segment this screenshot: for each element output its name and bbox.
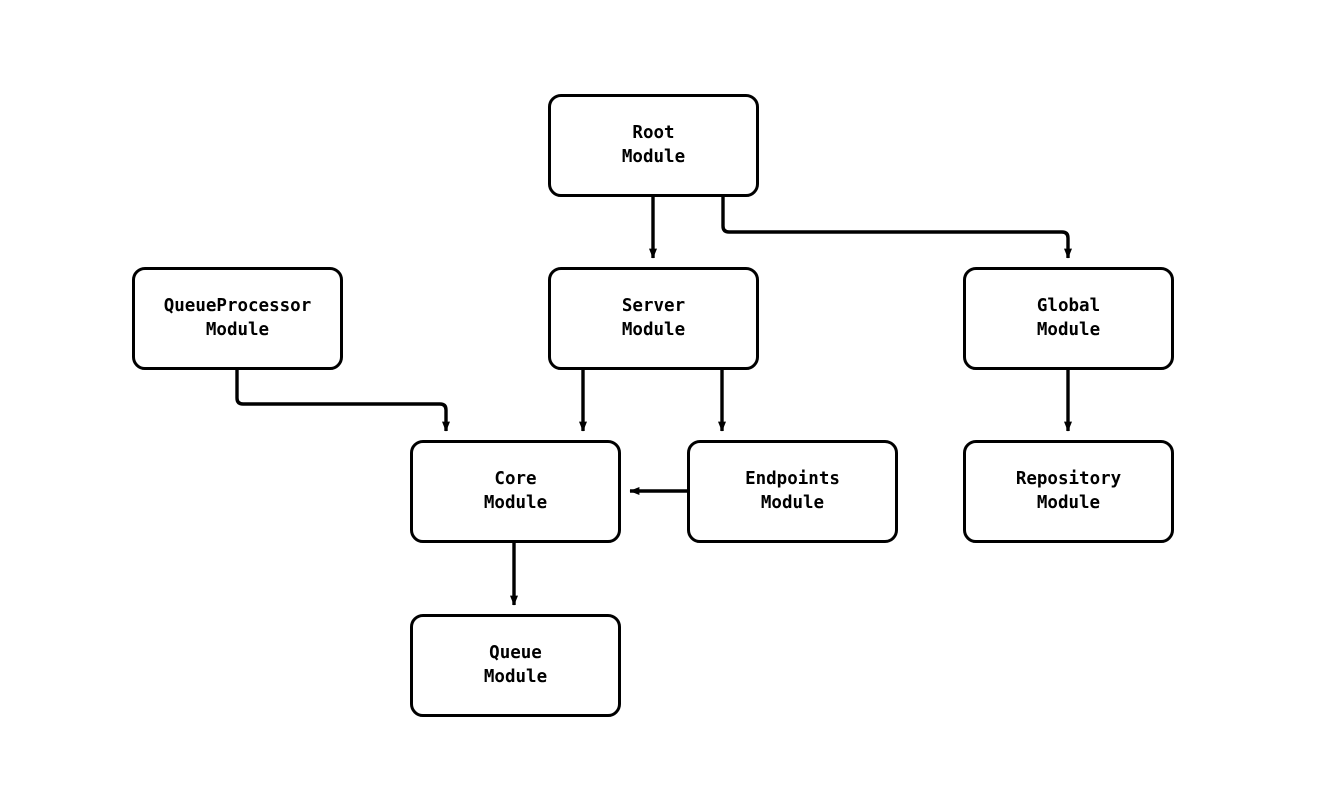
- node-label-global-module: Global Module: [1036, 296, 1101, 340]
- node-label-root-module: Root Module: [621, 123, 686, 167]
- node-label-queue-module: Queue Module: [483, 643, 548, 687]
- node-label-queueprocessor-module: QueueProcessor Module: [163, 296, 312, 340]
- node-label-server-module: Server Module: [621, 296, 686, 340]
- node-global-module[interactable]: Global Module: [963, 267, 1174, 370]
- node-queueprocessor-module[interactable]: QueueProcessor Module: [132, 267, 343, 370]
- node-root-module[interactable]: Root Module: [548, 94, 759, 197]
- node-label-endpoints-module: Endpoints Module: [745, 469, 840, 513]
- edge-root-to-global: [721, 197, 1072, 259]
- node-core-module[interactable]: Core Module: [410, 440, 621, 543]
- node-label-core-module: Core Module: [483, 469, 548, 513]
- node-server-module[interactable]: Server Module: [548, 267, 759, 370]
- node-endpoints-module[interactable]: Endpoints Module: [687, 440, 898, 543]
- node-queue-module[interactable]: Queue Module: [410, 614, 621, 717]
- edge-queueprocessor-to-core: [235, 370, 450, 432]
- node-repository-module[interactable]: Repository Module: [963, 440, 1174, 543]
- node-label-repository-module: Repository Module: [1015, 469, 1122, 513]
